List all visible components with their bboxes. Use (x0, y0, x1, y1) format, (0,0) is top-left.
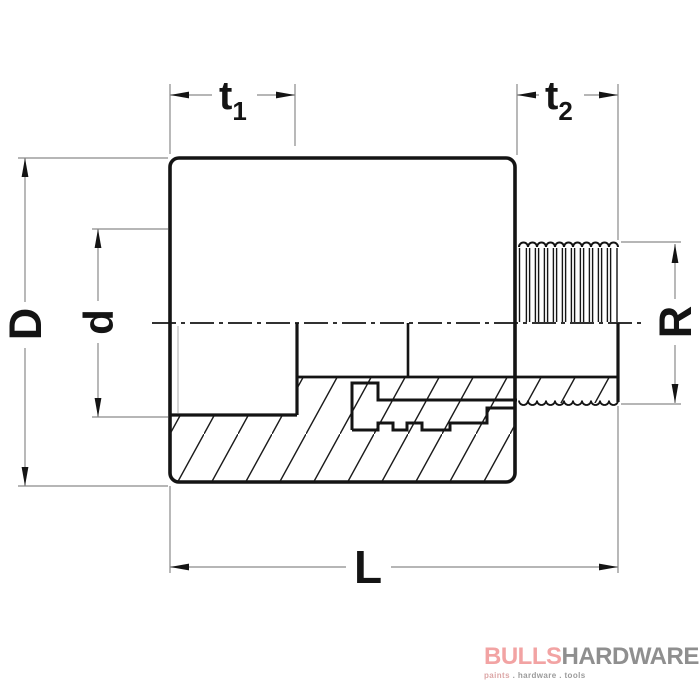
arrowhead (671, 384, 679, 403)
arrowhead (170, 91, 189, 99)
dimension-R-label: R (650, 306, 700, 339)
arrowhead (94, 398, 102, 417)
thread-profile-teeth (352, 406, 515, 432)
thread-flank-lines (518, 248, 618, 322)
dimension-L-lines (169, 406, 619, 573)
arrowhead (170, 563, 189, 571)
dimension-d-lines (92, 228, 168, 418)
brand-tagline-rest: . hardware . tools (509, 671, 586, 680)
brand-tagline-primary: paints (484, 671, 510, 680)
arrowhead (517, 91, 536, 99)
dimension-D: D (0, 157, 168, 487)
dimension-R: R (621, 241, 700, 405)
dimension-t2-lines (516, 84, 619, 240)
dimension-t2: t2 (516, 74, 619, 240)
arrowhead (276, 91, 295, 99)
arrowhead (671, 244, 679, 263)
dimension-L: L (169, 406, 619, 593)
dimension-t1-label: t1 (219, 74, 247, 126)
dimension-L-label: L (354, 541, 382, 593)
dimension-d-label: d (75, 309, 122, 335)
brand-logo-name: BULLSHARDWARE (484, 645, 699, 669)
thread-crest-line (518, 241, 619, 248)
arrowhead (21, 158, 29, 177)
arrowhead (599, 563, 618, 571)
brand-name-secondary: HARDWARE (561, 643, 700, 670)
dimension-d: d (75, 228, 168, 418)
part-body (152, 156, 645, 484)
brand-logo: BULLSHARDWARE paints . hardware . tools (484, 645, 699, 680)
arrowhead (599, 91, 618, 99)
arrowhead (94, 229, 102, 248)
dimension-R-lines (621, 241, 681, 405)
brand-name-primary: BULLS (484, 643, 562, 670)
arrowhead (21, 467, 29, 486)
dimension-D-lines (18, 157, 168, 487)
dimension-t1: t1 (169, 74, 296, 154)
thread-root-wavy-line (518, 400, 619, 406)
dimension-D-label: D (0, 308, 51, 341)
dimension-t2-label: t2 (545, 74, 573, 126)
brand-logo-tagline: paints . hardware . tools (484, 672, 699, 680)
thread-profile-top (350, 381, 517, 430)
dimension-t1-lines (169, 84, 296, 154)
